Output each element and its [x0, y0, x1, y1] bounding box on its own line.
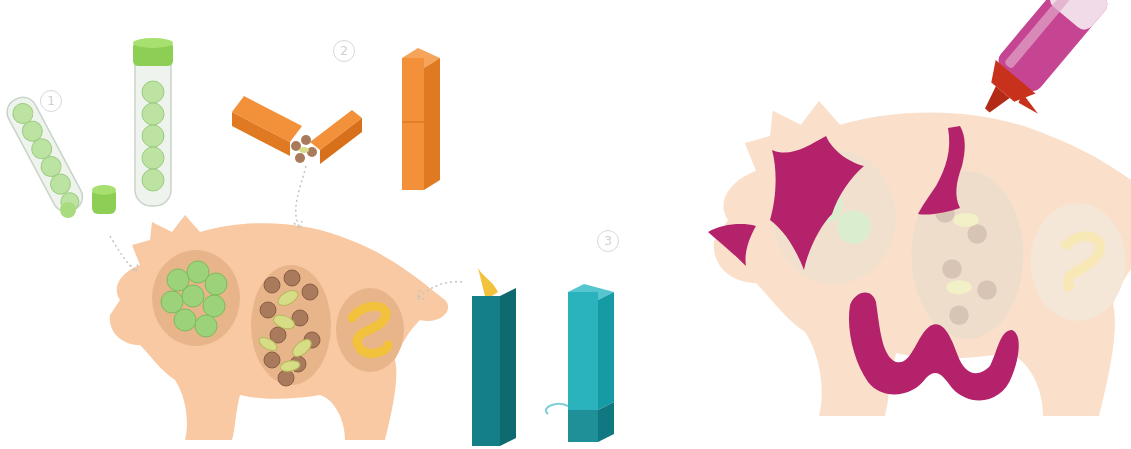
- seed: [275, 287, 300, 308]
- box-seam: [402, 121, 424, 123]
- pea: [182, 285, 204, 307]
- pea: [142, 125, 164, 147]
- tray-compartment: [1030, 203, 1125, 321]
- tilted-tube: [2, 92, 87, 216]
- cap-flap: [1016, 93, 1042, 117]
- seed: [279, 359, 300, 372]
- pea: [195, 315, 217, 337]
- peas: [161, 261, 227, 337]
- sauce-splash: [708, 224, 756, 266]
- bottle-highlight: [1004, 0, 1073, 69]
- sauce-stream: [918, 126, 965, 215]
- seed: [272, 313, 297, 332]
- box-side: [424, 58, 440, 190]
- faded-tray: [714, 101, 1131, 416]
- callout-number: 2: [333, 40, 355, 62]
- dino-tray: [110, 215, 448, 440]
- cap-top: [92, 185, 116, 195]
- tray-compartment: [911, 171, 1023, 339]
- pasta-snack: [478, 268, 498, 300]
- pointer-head: [417, 290, 426, 299]
- seed: [946, 280, 971, 294]
- sauce: [708, 126, 1019, 401]
- seed: [257, 335, 279, 354]
- tray-compartment: [152, 250, 240, 346]
- pull-tab: [546, 404, 568, 414]
- pea: [142, 81, 164, 103]
- sauce-squiggle: [849, 293, 1019, 401]
- nut: [295, 153, 305, 163]
- nut-mix: [257, 270, 320, 386]
- open-teal-box: [472, 268, 516, 446]
- pea: [837, 210, 871, 244]
- nut: [977, 280, 997, 300]
- callout-number: 3: [597, 230, 619, 252]
- tray-compartment: [336, 288, 404, 372]
- seed: [299, 147, 309, 153]
- pointer-head: [294, 221, 302, 229]
- box-front: [568, 292, 598, 410]
- nut: [949, 305, 969, 325]
- dino-tray: [714, 101, 1131, 416]
- pasta-snack: [1064, 236, 1100, 290]
- tube-body: [2, 92, 87, 216]
- pea: [161, 291, 183, 313]
- box-side: [500, 288, 516, 446]
- nut: [264, 352, 280, 368]
- nut: [307, 147, 317, 157]
- box-base: [568, 410, 598, 442]
- box-side: [232, 112, 290, 156]
- box-side: [598, 402, 614, 442]
- pea: [203, 295, 225, 317]
- sauce-splash: [770, 136, 864, 270]
- pointer-head: [130, 263, 138, 272]
- nut: [264, 277, 280, 293]
- box-front: [472, 296, 500, 446]
- pointer-line: [110, 236, 136, 272]
- closed-snack-box: [402, 48, 440, 190]
- pea: [142, 103, 164, 125]
- box-side: [598, 292, 614, 410]
- bottle-nozzle: [980, 86, 1009, 116]
- nut: [302, 284, 318, 300]
- nut: [260, 302, 276, 318]
- pea: [60, 202, 76, 218]
- tube-cap: [92, 185, 116, 214]
- box-front: [402, 58, 424, 190]
- pea: [142, 169, 164, 191]
- pointer-line: [418, 282, 462, 298]
- callout-number: 1: [40, 90, 62, 112]
- nut: [278, 370, 294, 386]
- seed: [953, 213, 978, 227]
- cap-top: [133, 38, 173, 48]
- seed: [290, 336, 315, 359]
- tube-body: [135, 48, 171, 206]
- closed-teal-box: [546, 284, 614, 442]
- nut: [284, 270, 300, 286]
- pea: [142, 147, 164, 169]
- pasta-snack: [352, 306, 388, 353]
- pointer-lines: [110, 166, 462, 299]
- pointer-line: [296, 166, 306, 228]
- sauce-bottle: [967, 0, 1122, 137]
- box-side: [320, 118, 362, 164]
- pea: [174, 309, 196, 331]
- pea: [205, 273, 227, 295]
- open-snack-box: [232, 96, 362, 164]
- nut: [942, 259, 962, 279]
- nut: [967, 224, 987, 244]
- nut: [301, 135, 311, 145]
- tray-compartment: [251, 265, 331, 385]
- upright-tube: [133, 38, 173, 206]
